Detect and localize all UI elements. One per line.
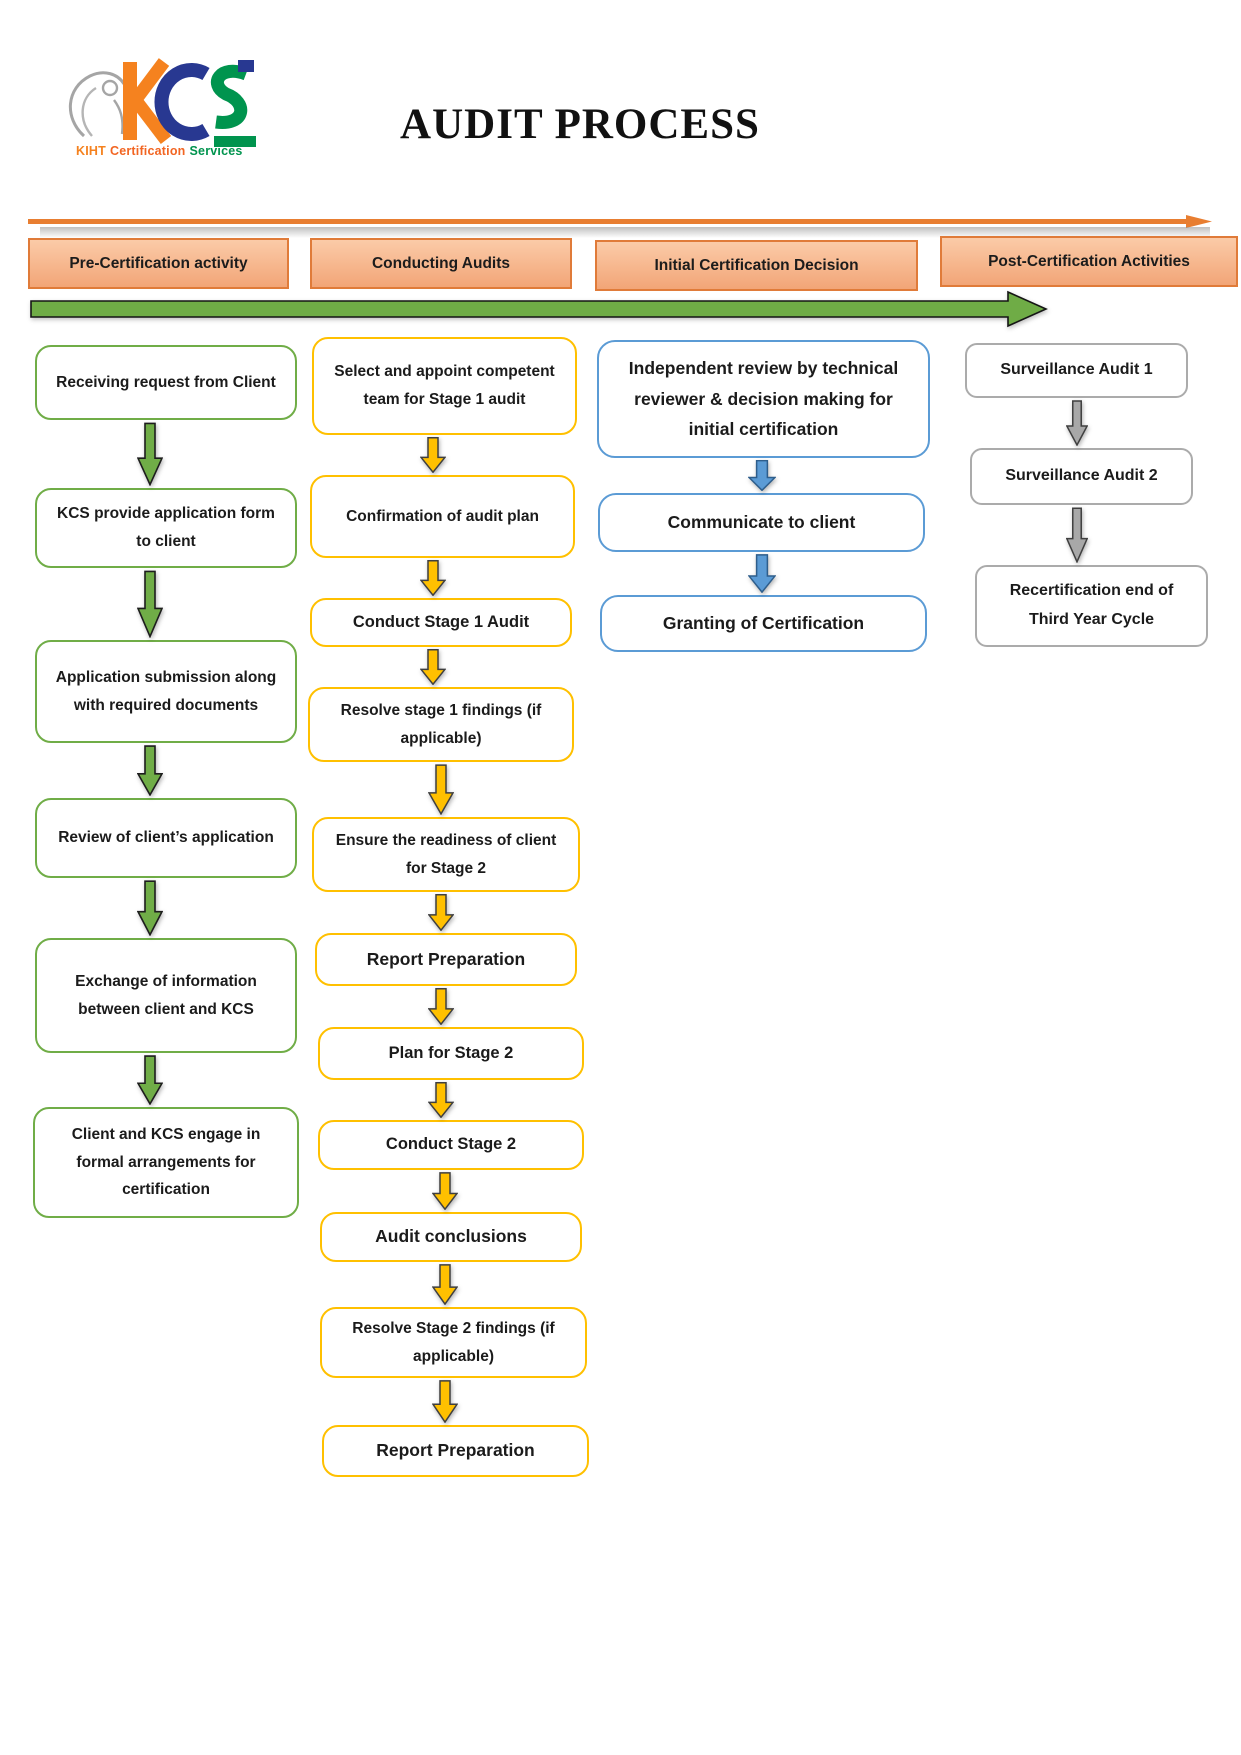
arrow-down-icon xyxy=(137,570,163,638)
step-audit-conclusions: Audit conclusions xyxy=(320,1212,582,1262)
column-header-initial-decision: Initial Certification Decision xyxy=(595,240,918,291)
arrow-down-icon xyxy=(420,560,446,596)
step-formal-arrangements: Client and KCS engage in formal arrangem… xyxy=(33,1107,299,1218)
step-review-application: Review of client’s application xyxy=(35,798,297,878)
step-granting-certification: Granting of Certification xyxy=(600,595,927,652)
step-resolve-stage1: Resolve stage 1 findings (if applicable) xyxy=(308,687,574,762)
logo-tagline-certification: Certification xyxy=(109,144,186,158)
step-conduct-stage2: Conduct Stage 2 xyxy=(318,1120,584,1170)
arrow-down-icon xyxy=(428,764,454,815)
step-independent-review: Independent review by technical reviewer… xyxy=(597,340,930,458)
step-confirmation-plan: Confirmation of audit plan xyxy=(310,475,575,558)
arrow-down-icon xyxy=(1066,400,1088,446)
step-receiving-request: Receiving request from Client xyxy=(35,345,297,420)
arrow-down-icon xyxy=(432,1380,458,1423)
arrow-down-icon xyxy=(432,1172,458,1210)
orange-timeline-arrow xyxy=(28,215,1212,228)
page-title: AUDIT PROCESS xyxy=(400,101,760,148)
step-kcs-provide-form: KCS provide application form to client xyxy=(35,488,297,568)
arrow-down-icon xyxy=(420,437,446,473)
arrow-down-icon xyxy=(420,649,446,685)
arrow-down-icon xyxy=(428,988,454,1025)
step-report-preparation-2: Report Preparation xyxy=(322,1425,589,1477)
step-communicate-client: Communicate to client xyxy=(598,493,925,552)
arrow-down-icon xyxy=(137,1055,163,1105)
logo-tagline-kiht: KIHT xyxy=(76,144,106,158)
arrow-down-icon xyxy=(432,1264,458,1305)
arrow-down-icon xyxy=(748,554,776,593)
step-surveillance-audit-2: Surveillance Audit 2 xyxy=(970,448,1193,505)
arrow-down-icon xyxy=(1066,507,1088,563)
step-exchange-information: Exchange of information between client a… xyxy=(35,938,297,1053)
arrow-down-icon xyxy=(137,422,163,486)
column-header-conducting-audits: Conducting Audits xyxy=(310,238,572,289)
process-direction-arrow xyxy=(30,290,1048,328)
arrow-down-icon xyxy=(428,894,454,931)
step-recertification: Recertification end of Third Year Cycle xyxy=(975,565,1208,647)
timeline-shadow xyxy=(40,227,1210,238)
arrow-down-icon xyxy=(137,880,163,936)
step-application-submission: Application submission along with requir… xyxy=(35,640,297,743)
step-ensure-readiness: Ensure the readiness of client for Stage… xyxy=(312,817,580,892)
arrow-down-icon xyxy=(137,745,163,796)
step-plan-stage2: Plan for Stage 2 xyxy=(318,1027,584,1080)
step-surveillance-audit-1: Surveillance Audit 1 xyxy=(965,343,1188,398)
arrow-down-icon xyxy=(748,460,776,491)
column-header-post-certification: Post-Certification Activities xyxy=(940,236,1238,287)
kcs-logo xyxy=(69,58,256,147)
arrow-down-icon xyxy=(428,1082,454,1118)
logo-tagline-services: Services xyxy=(189,144,243,158)
step-resolve-stage2: Resolve Stage 2 findings (if applicable) xyxy=(320,1307,587,1378)
step-report-preparation-1: Report Preparation xyxy=(315,933,577,986)
step-conduct-stage1: Conduct Stage 1 Audit xyxy=(310,598,572,647)
column-header-pre-certification: Pre-Certification activity xyxy=(28,238,289,289)
step-select-team-stage1: Select and appoint competent team for St… xyxy=(312,337,577,435)
